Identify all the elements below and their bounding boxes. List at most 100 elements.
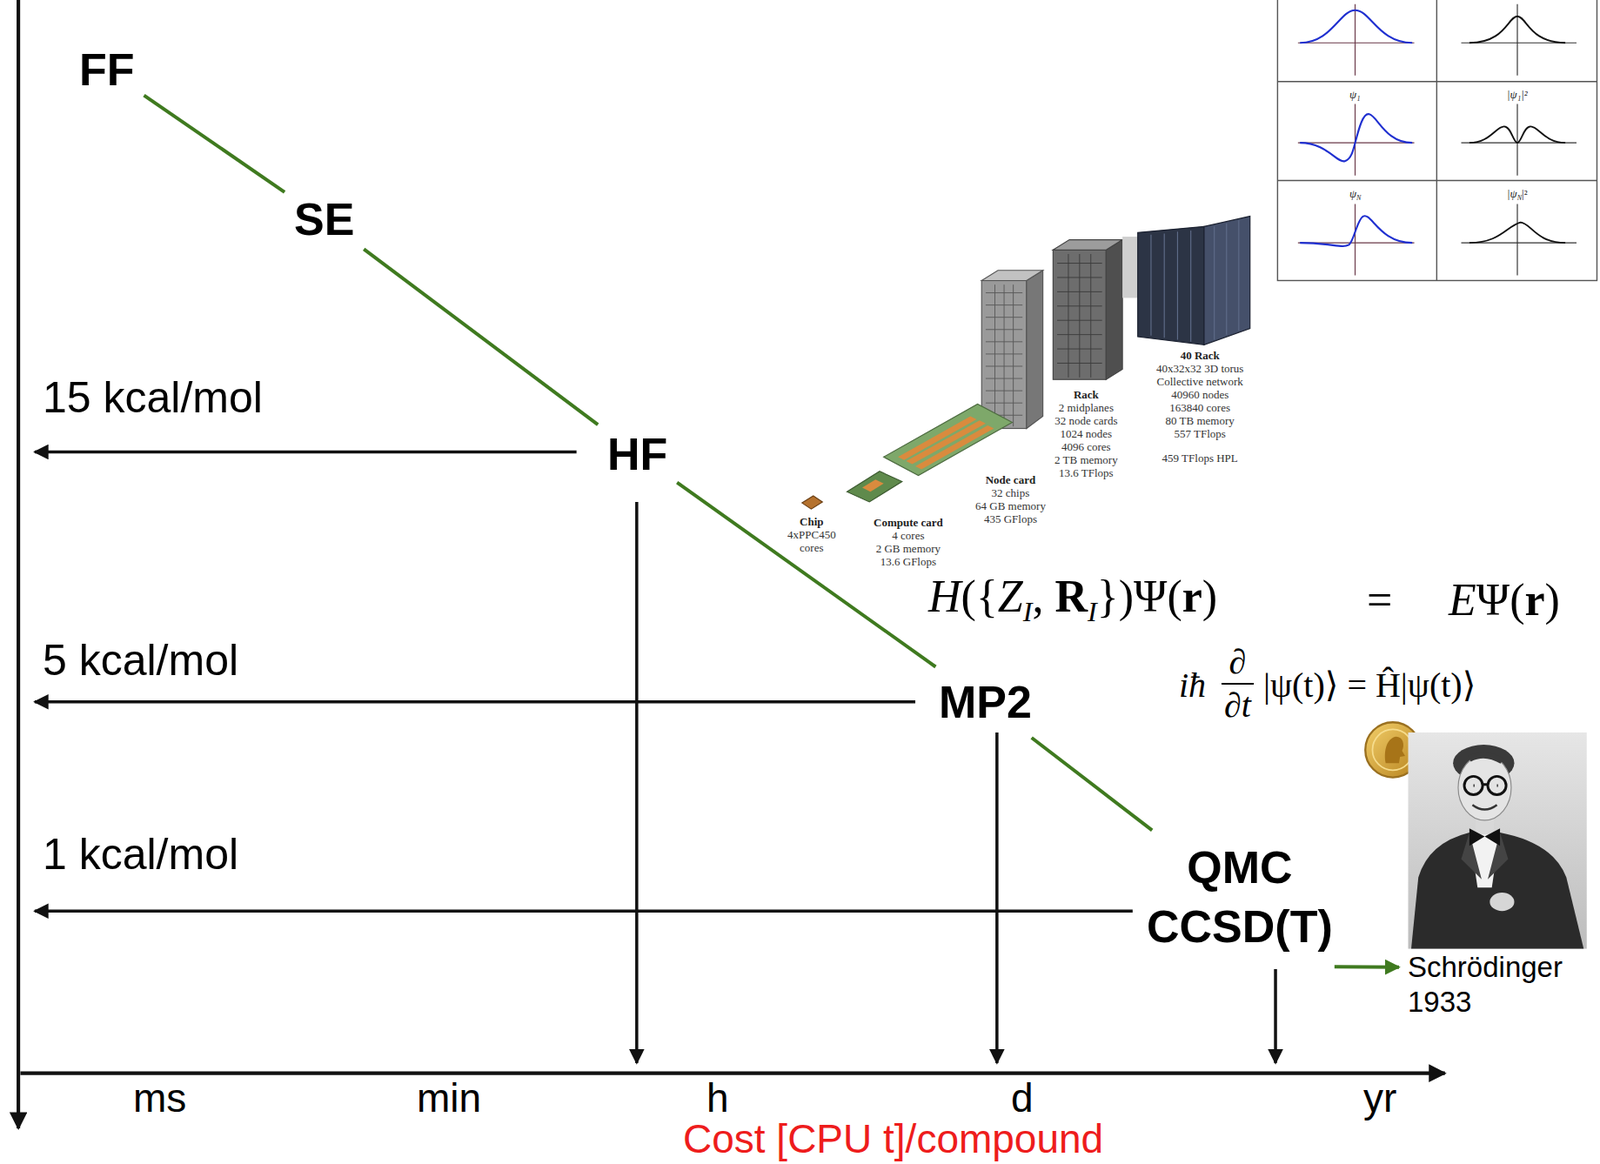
- system-cabinet: [1138, 226, 1205, 345]
- equation-fraction: ∂∂t: [1221, 641, 1254, 727]
- portrait-eyes: [1473, 784, 1499, 786]
- wavefunction-curve: [1299, 113, 1413, 161]
- rack-grid: [985, 284, 1023, 427]
- density-curve: [1469, 222, 1566, 243]
- plot-axes: [1460, 4, 1577, 276]
- compute-card-chip: [862, 479, 884, 492]
- equation-text: r: [1524, 575, 1545, 625]
- method-name: CCSD(T): [1146, 897, 1333, 958]
- axis-tick-label-text: yr: [1363, 1075, 1397, 1121]
- hardware-label-text: 40x32x32 3D torus: [1156, 361, 1244, 375]
- axis-title: Cost [CPU t]/compound: [682, 1118, 1104, 1159]
- equation: iħ: [1178, 664, 1206, 707]
- hardware-label-text: Collective network: [1156, 374, 1244, 389]
- wavefunction-curve: [1299, 10, 1413, 44]
- node-card: [883, 403, 1013, 476]
- axis-tick-label: h: [706, 1077, 730, 1118]
- hardware-label-text: 1024 nodes: [1054, 427, 1118, 441]
- portrait-hand: [1489, 892, 1514, 911]
- cabinet-lines: [1151, 220, 1239, 342]
- equation: H({ZI,RI})Ψ(r): [928, 570, 1218, 629]
- axis-tick-label: d: [1010, 1077, 1034, 1118]
- hardware-label-text: 4xPPC450: [787, 528, 837, 542]
- plot-label: |ψ₁|²: [1506, 87, 1528, 102]
- equation-text: Z: [997, 571, 1024, 622]
- method-name: SE: [294, 192, 355, 247]
- equation-text: I: [1087, 595, 1098, 628]
- medal-ring: [1372, 729, 1413, 770]
- hardware-label-text: 2 midplanes: [1054, 401, 1118, 415]
- plot-label: ψ₁: [1349, 87, 1361, 102]
- equation-text: iħ: [1178, 665, 1206, 705]
- rack-side: [1105, 240, 1123, 381]
- plot-axes: [1298, 4, 1415, 276]
- rack-grid: [1057, 254, 1103, 378]
- hardware-label-text: 163840 cores: [1156, 401, 1244, 415]
- accuracy-arrow: [34, 450, 577, 455]
- y-axis: [16, 0, 21, 1129]
- hardware-label: Chip4xPPC450cores: [787, 515, 837, 555]
- hardware-label-text: 32 node cards: [1054, 414, 1118, 428]
- portrait-caption: Schrödinger 1933: [1407, 950, 1600, 1019]
- portrait-face: [1458, 755, 1512, 821]
- accuracy-arrow: [34, 909, 1133, 913]
- hardware-label-text: 13.6 TFlops: [1054, 466, 1118, 480]
- plot-label: ψN: [1349, 187, 1361, 202]
- accuracy-arrow: [34, 700, 916, 704]
- hardware-label-text: 2 TB memory: [1054, 453, 1118, 467]
- method-label: FF: [73, 37, 141, 102]
- method-label: MP2: [933, 669, 1038, 735]
- cost-arrow: [1273, 969, 1278, 1064]
- portrait-smile: [1472, 804, 1497, 810]
- portrait-lapels: [1460, 832, 1508, 880]
- hardware-label-text: 40960 nodes: [1156, 388, 1244, 402]
- chip: [802, 495, 823, 509]
- node-card-chips: [897, 415, 994, 469]
- portrait-photo: [1408, 732, 1587, 950]
- hardware-label-text: 2 GB memory: [873, 542, 944, 556]
- rack-top: [1052, 240, 1123, 251]
- axis-tick-label-text: d: [1010, 1075, 1034, 1121]
- equation-text: H: [928, 571, 962, 622]
- rack-front: [981, 280, 1027, 429]
- equation-text: |ψ(t)⟩ = Ĥ|ψ(t)⟩: [1263, 665, 1476, 705]
- axis-tick-label: yr: [1363, 1077, 1397, 1118]
- accuracy-label: 5 kcal/mol: [42, 635, 239, 687]
- cost-arrow: [635, 502, 639, 1064]
- axis-tick-label-text: h: [706, 1075, 730, 1121]
- rack-front: [1052, 249, 1106, 380]
- equation-text: ,: [1032, 571, 1045, 622]
- axis-title-text: Cost [CPU t]/compound: [682, 1116, 1104, 1162]
- hardware-label-text: Compute card: [873, 515, 944, 529]
- hardware-label-text: Rack: [1054, 388, 1118, 402]
- accuracy-label-text: 15 kcal/mol: [42, 373, 263, 422]
- method-connector: [144, 95, 286, 193]
- equation-text: E: [1448, 575, 1477, 625]
- equation: =: [1366, 574, 1393, 627]
- equation: EΨ(r): [1448, 574, 1560, 627]
- table-grid: [1277, 0, 1597, 281]
- accuracy-label-text: 5 kcal/mol: [42, 635, 239, 685]
- plot-label: |ψN|²: [1506, 187, 1528, 202]
- hardware-label-text: Chip: [787, 515, 837, 529]
- x-axis: [20, 1071, 1445, 1076]
- plot-label-text: ψ₁: [1349, 87, 1361, 101]
- hardware-label-text: 13.6 GFlops: [873, 555, 944, 569]
- rack-side: [1026, 270, 1044, 429]
- plot-label-text: N: [1356, 194, 1361, 202]
- compute-card: [846, 471, 902, 503]
- hardware-label-text: 32 chips: [975, 486, 1046, 500]
- equation-text: ({: [961, 571, 998, 622]
- equation-text: r: [1182, 571, 1203, 622]
- equation-text: I: [1023, 595, 1033, 628]
- axis-tick-label: min: [416, 1077, 482, 1118]
- hardware-label-text: cores: [787, 541, 837, 555]
- method-connector: [676, 482, 936, 668]
- hardware-label-text: 4 cores: [873, 528, 944, 543]
- hardware-label-text: 459 TFlops HPL: [1156, 451, 1244, 465]
- portrait-hairline: [1469, 755, 1503, 762]
- hardware-label: Compute card4 cores2 GB memory13.6 GFlop…: [873, 515, 944, 569]
- equation-text: ): [1545, 575, 1560, 625]
